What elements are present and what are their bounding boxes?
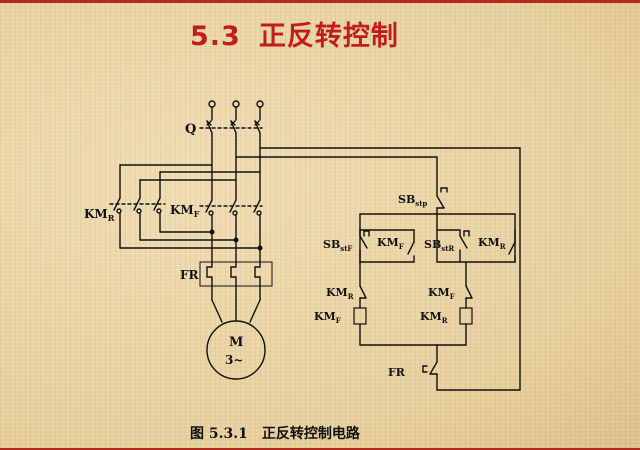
caption-number: 图 5.3.1 xyxy=(190,426,248,442)
label-km-r-hold: KMR xyxy=(478,236,506,251)
main-switch-q xyxy=(199,106,263,141)
fr-thermal-elements xyxy=(199,261,273,301)
label-fr-ctrl: FR xyxy=(388,366,406,379)
label-km-f-main: KMF xyxy=(170,203,200,219)
sb-stop-button xyxy=(436,187,448,209)
label-sb-str: SBstR xyxy=(424,238,454,253)
label-q: Q xyxy=(185,122,196,137)
label-sb-stf: SBstF xyxy=(323,238,352,253)
forward-coil-chain xyxy=(353,261,367,346)
forward-start-branch xyxy=(359,229,415,263)
figure-caption: 图 5.3.1 正反转控制电路 xyxy=(190,423,360,443)
km-r-main-contacts xyxy=(109,164,263,251)
motor xyxy=(206,299,266,380)
label-km-f-interlock: KMF xyxy=(428,286,455,301)
fr-control-contact xyxy=(359,344,521,391)
reverse-start-branch xyxy=(436,229,516,263)
slide-title: 5.3 正反转控制 xyxy=(190,14,399,53)
label-sb-stp: SBstp xyxy=(398,193,427,208)
section-title: 正反转控制 xyxy=(258,21,399,52)
motor-phase-label: 3~ xyxy=(225,353,243,367)
power-supply-terminals xyxy=(208,100,264,108)
label-km-r-main: KMR xyxy=(84,207,115,223)
km-f-main-contacts xyxy=(199,199,263,263)
label-km-r-coil: KMR xyxy=(420,310,448,325)
phase-buses xyxy=(211,139,521,201)
section-number: 5.3 xyxy=(190,21,241,52)
top-accent-strip xyxy=(0,0,640,3)
label-fr-main: FR xyxy=(180,268,200,282)
control-circuit-frame xyxy=(359,147,521,391)
caption-text: 正反转控制电路 xyxy=(261,426,360,442)
motor-label: M xyxy=(229,335,243,350)
bottom-accent-strip xyxy=(0,448,640,450)
reverse-coil-chain xyxy=(459,261,473,346)
label-km-f-hold: KMF xyxy=(377,236,404,251)
label-km-f-coil: KMF xyxy=(314,310,341,325)
label-km-r-interlock: KMR xyxy=(326,286,354,301)
